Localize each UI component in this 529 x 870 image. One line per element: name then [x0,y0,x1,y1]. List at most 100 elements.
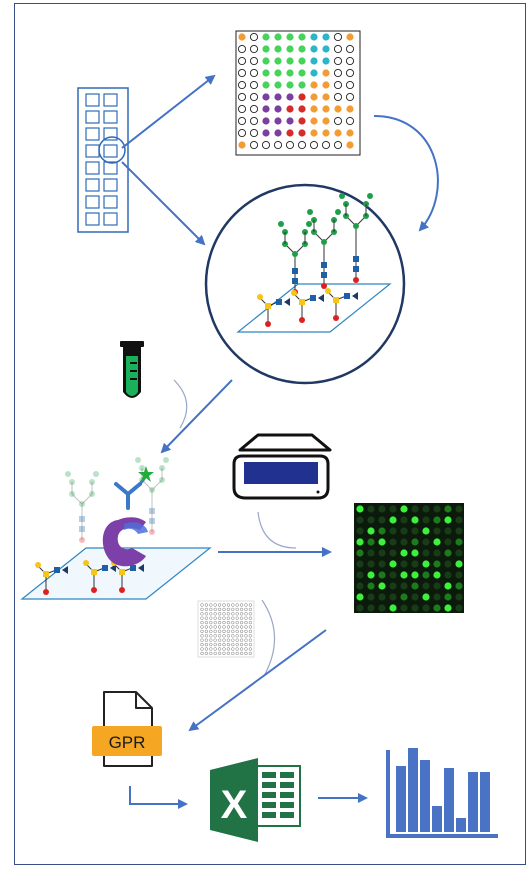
template-spot [213,629,217,634]
microarray-spot [455,527,463,535]
glycan-fucose [318,294,324,302]
microarray-spot [433,505,441,513]
template-spot [239,651,244,656]
glycan-fucose [110,564,116,572]
template-spot [231,642,235,647]
print-dot [322,117,330,125]
microarray-spot [433,516,441,524]
print-dot [238,33,246,41]
template-spot [248,642,253,647]
template-spot [239,647,244,651]
template-spot [213,612,217,616]
glycan-mannose [89,479,95,485]
microarray-spot [389,516,397,524]
chart-bar [408,748,418,832]
glycan-glcnac [79,526,85,532]
template-spot [235,651,239,656]
template-spot [200,638,204,642]
template-spot [204,616,209,620]
glycan-mannose [321,239,327,245]
well [103,161,118,175]
arrow-plate-to-array [121,161,206,246]
glycan-galactose [35,562,41,568]
excel-cell [280,772,294,778]
excel-cell [262,812,276,818]
microarray-spot [422,516,430,524]
template-spot [231,647,235,651]
print-dot [237,128,247,138]
glycan-glcnac [310,295,316,301]
microarray-spot [367,560,375,568]
print-dot [274,45,282,53]
glycan-mannose [89,491,95,497]
microarray-spot [378,604,386,612]
microarray-spot [400,560,408,568]
microarray-spot [455,516,463,524]
template-spot [231,651,235,656]
microarray-spot [411,582,419,590]
print-dot [322,93,330,101]
glycan-glcnac [102,565,108,571]
template-spot [244,629,248,634]
template-spot [200,634,204,638]
microarray-spot [411,560,419,568]
excel-cell [280,792,294,798]
microarray-spot [389,549,397,557]
template-spot [213,620,217,625]
glycan-glcnac [149,508,155,514]
glycan-fucose [62,566,68,574]
template-spot [200,607,204,612]
microarray-spot [433,582,441,590]
print-dot [249,32,259,42]
print-dot [298,93,306,101]
template-spot [204,647,209,651]
print-dot [298,33,306,41]
template-spot [213,642,217,647]
template-spot [239,612,244,616]
glycan-anchor [299,317,305,323]
glycan-mannose [278,221,284,227]
print-dot [262,57,270,65]
print-dot [310,93,318,101]
microarray-spot [400,593,408,601]
template-spot [248,620,253,625]
template-spot [222,612,226,616]
glycan-mannose [79,501,85,507]
print-dot [262,129,270,137]
template-spot [222,616,226,620]
microarray-spot [433,527,441,535]
microarray-spot [411,604,419,612]
microarray-spot [433,604,441,612]
template-spot [235,620,239,625]
microarray-spot [389,527,397,535]
template-spot [244,620,248,625]
well [85,195,100,209]
template-spot [209,616,213,620]
template-spot [226,638,231,642]
microarray-spot [422,593,430,601]
microarray-spot [378,560,386,568]
well [85,212,100,226]
microarray-spot [356,549,364,557]
microarray-spot [444,593,452,601]
microarray-spot [411,527,419,535]
template-spot [209,638,213,642]
microarray-spot [400,582,408,590]
workflow-arrows [121,74,439,809]
template-spot [222,607,226,612]
template-spot [226,625,231,629]
template-spot [200,642,204,647]
print-dot [298,129,306,137]
template-spot [239,629,244,634]
arrow-array-to-binding [160,379,233,454]
template-spot [200,616,204,620]
glycan-glcnac [353,266,359,272]
template-spot [231,612,235,616]
microarray-spot [455,571,463,579]
print-dot [286,105,294,113]
template-spot [248,616,253,620]
print-dot [322,129,330,137]
microarray-spot [444,538,452,546]
well-plate-icon [77,87,129,233]
template-spot [231,625,235,629]
